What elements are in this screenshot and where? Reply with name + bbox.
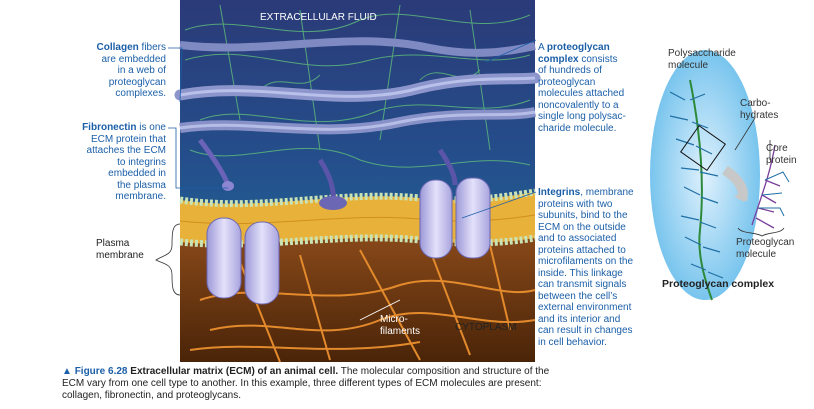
extracellular-fluid-label: EXTRACELLULAR FLUID (260, 12, 377, 23)
caption-marker: ▲ (62, 366, 72, 377)
integrin-left (197, 138, 280, 305)
proteoglycan-complex-diagram (650, 50, 790, 301)
microfilaments-label: Micro-filaments (380, 314, 421, 337)
cytoplasm-label: CYTOPLASM (455, 322, 517, 333)
carbohydrates-label: Carbo-hydrates (740, 98, 779, 121)
leader-lines (168, 39, 537, 219)
proteoglycan-web (184, 4, 531, 168)
fibronectin-label: Fibronectin is one ECM protein that atta… (82, 122, 166, 202)
figure-caption: ▲ Figure 6.28 Extracellular matrix (ECM)… (62, 366, 562, 402)
caption-text: The molecular composition and structure … (62, 366, 550, 401)
caption-title: Extracellular matrix (ECM) of an animal … (130, 366, 339, 377)
integrin-right (419, 148, 491, 259)
proteoglycan-complex-title: Proteoglycan complex (662, 278, 775, 290)
caption-figure-number: Figure 6.28 (74, 366, 128, 377)
collagen-label: Collagen fibers are embedded in a web of… (96, 42, 166, 99)
membrane-bracket (155, 223, 401, 321)
proteoglycan-complex-label: A proteoglycan complex consists of hundr… (538, 42, 626, 134)
fibronectin-middle (317, 158, 347, 210)
collagen-fibers (174, 37, 541, 135)
integrins-label: Integrins, membrane proteins with two su… (538, 187, 634, 348)
